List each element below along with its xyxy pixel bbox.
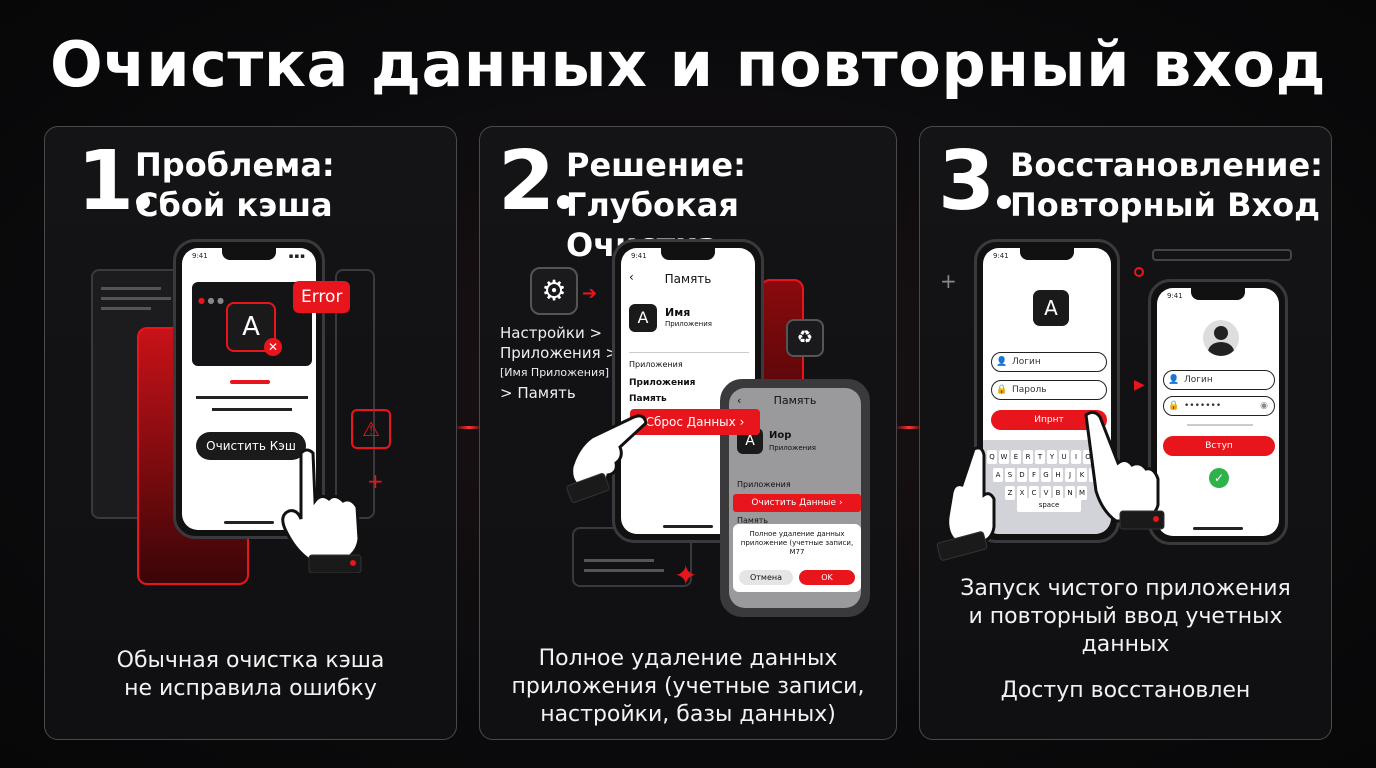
- password-input-filled[interactable]: 🔒 ••••••• ◉: [1163, 396, 1275, 416]
- signin-button[interactable]: Вступ: [1163, 436, 1275, 456]
- keyboard-key[interactable]: Q: [987, 450, 997, 464]
- access-restored-text: Доступ восстановлен: [1000, 678, 1251, 703]
- step-number: 1: [77, 141, 151, 223]
- keyboard-key[interactable]: J: [1065, 468, 1075, 482]
- chevron-right-icon: ›: [838, 498, 843, 508]
- keyboard-key[interactable]: I: [1071, 450, 1081, 464]
- progress-dots: [230, 380, 270, 384]
- panel-caption: Полное удаление данных приложения (учетн…: [511, 646, 865, 727]
- step-number: 2: [498, 141, 572, 223]
- keyboard-key[interactable]: G: [1041, 468, 1051, 482]
- warning-icon: ⚠: [351, 409, 391, 449]
- glow-divider: [455, 426, 483, 429]
- clear-cache-button[interactable]: Очистить Кэш: [196, 432, 306, 460]
- panel-solution: 2 Решение: Глубокая Очистка ⚙ ➔ Настройк…: [479, 126, 897, 740]
- keyboard-key[interactable]: V: [1041, 486, 1051, 500]
- error-badge: Error: [293, 281, 351, 313]
- clean-icon: ♻: [786, 319, 824, 357]
- pointing-hand-icon: [1084, 410, 1165, 530]
- page-title: Очистка данных и повторный вход: [49, 28, 1327, 101]
- ok-button[interactable]: OK: [799, 570, 855, 585]
- keyboard-key[interactable]: D: [1017, 468, 1027, 482]
- panel-recovery: 3 Восстановление: Повторный Вход + ▶ 9:4…: [919, 126, 1332, 740]
- typing-hand-icon: [936, 446, 996, 561]
- step-number: 3: [938, 141, 1012, 223]
- eye-icon[interactable]: ◉: [1260, 401, 1268, 411]
- lock-icon: 🔒: [996, 385, 1008, 395]
- login-input[interactable]: 👤 Логин: [991, 352, 1107, 372]
- back-icon[interactable]: ‹: [629, 270, 634, 284]
- panel-caption: Запуск чистого приложения и повторный вв…: [960, 576, 1291, 657]
- keyboard-key[interactable]: M: [1077, 486, 1087, 500]
- password-input[interactable]: 🔒 Пароль: [991, 380, 1107, 400]
- login-input-filled[interactable]: 👤 Логин: [1163, 370, 1275, 390]
- keyboard-key[interactable]: X: [1017, 486, 1027, 500]
- reset-data-button[interactable]: Сброс Данных ›: [630, 409, 760, 435]
- app-store-icon: A: [1033, 290, 1069, 326]
- error-x-icon: ✕: [264, 338, 282, 356]
- keyboard-key[interactable]: F: [1029, 468, 1039, 482]
- sparkle-icon: ✦: [674, 559, 698, 592]
- pointing-hand-icon: [566, 414, 648, 503]
- chevron-right-icon: ›: [739, 415, 745, 429]
- pointing-hand-icon: [281, 448, 362, 573]
- circle-icon: [1134, 267, 1144, 277]
- keyboard-key[interactable]: K: [1077, 468, 1087, 482]
- keyboard-key[interactable]: E: [1011, 450, 1021, 464]
- keyboard-key[interactable]: T: [1035, 450, 1045, 464]
- avatar-icon: [1203, 320, 1239, 356]
- keyboard-key[interactable]: N: [1065, 486, 1075, 500]
- panel-heading: Проблема: Сбой кэша: [135, 146, 335, 224]
- panel-problem: 1 Проблема: Сбой кэша 9:41 ▪▪▪ ● ● ● A ✕…: [44, 126, 457, 740]
- lock-icon: 🔒: [1168, 401, 1180, 411]
- plus-icon: +: [940, 269, 957, 293]
- panel-heading: Восстановление: Повторный Вход: [1010, 146, 1323, 224]
- login-button[interactable]: Ипрнт: [991, 410, 1107, 430]
- settings-gear-icon: ⚙: [530, 267, 578, 315]
- panel-caption: Обычная очистка кэша не исправила ошибку: [116, 648, 385, 701]
- back-icon[interactable]: ‹: [737, 394, 742, 407]
- app-icon: A: [629, 304, 657, 332]
- keyboard-key[interactable]: C: [1029, 486, 1039, 500]
- arrow-right-icon: ➔: [582, 283, 598, 304]
- keyboard-key[interactable]: S: [1005, 468, 1015, 482]
- phone-mockup-success: 9:41 👤 Логин 🔒 ••••••• ◉ Вступ ✓: [1148, 279, 1288, 545]
- glow-divider: [895, 426, 923, 429]
- keyboard-key[interactable]: R: [1023, 450, 1033, 464]
- user-icon: 👤: [996, 357, 1008, 367]
- clear-data-button[interactable]: Очистить Данные ›: [733, 494, 861, 512]
- user-icon: 👤: [1168, 375, 1180, 385]
- keyboard-key[interactable]: B: [1053, 486, 1063, 500]
- background-window: [1152, 249, 1292, 261]
- plus-icon: +: [367, 469, 384, 493]
- keyboard-key[interactable]: W: [999, 450, 1009, 464]
- keyboard-key[interactable]: U: [1059, 450, 1069, 464]
- keyboard-key[interactable]: Z: [1005, 486, 1015, 500]
- space-key[interactable]: space: [1017, 498, 1081, 512]
- app-card: ● ● ● A ✕: [192, 282, 312, 366]
- phone-mockup-front: ‹ Память A Иор Приложения Приложения Очи…: [720, 379, 870, 617]
- confirm-dialog: Полное удаление данных приложение (учетн…: [733, 524, 861, 592]
- arrow-right-icon: ▶: [1134, 377, 1145, 393]
- settings-path: Настройки > Приложения > [Имя Приложения…: [500, 324, 618, 402]
- keyboard-key[interactable]: H: [1053, 468, 1063, 482]
- check-icon: ✓: [1209, 468, 1229, 488]
- keyboard-key[interactable]: A: [993, 468, 1003, 482]
- keyboard-key[interactable]: Y: [1047, 450, 1057, 464]
- cancel-button[interactable]: Отмена: [739, 570, 793, 585]
- keyboard-key[interactable]: O: [1083, 450, 1093, 464]
